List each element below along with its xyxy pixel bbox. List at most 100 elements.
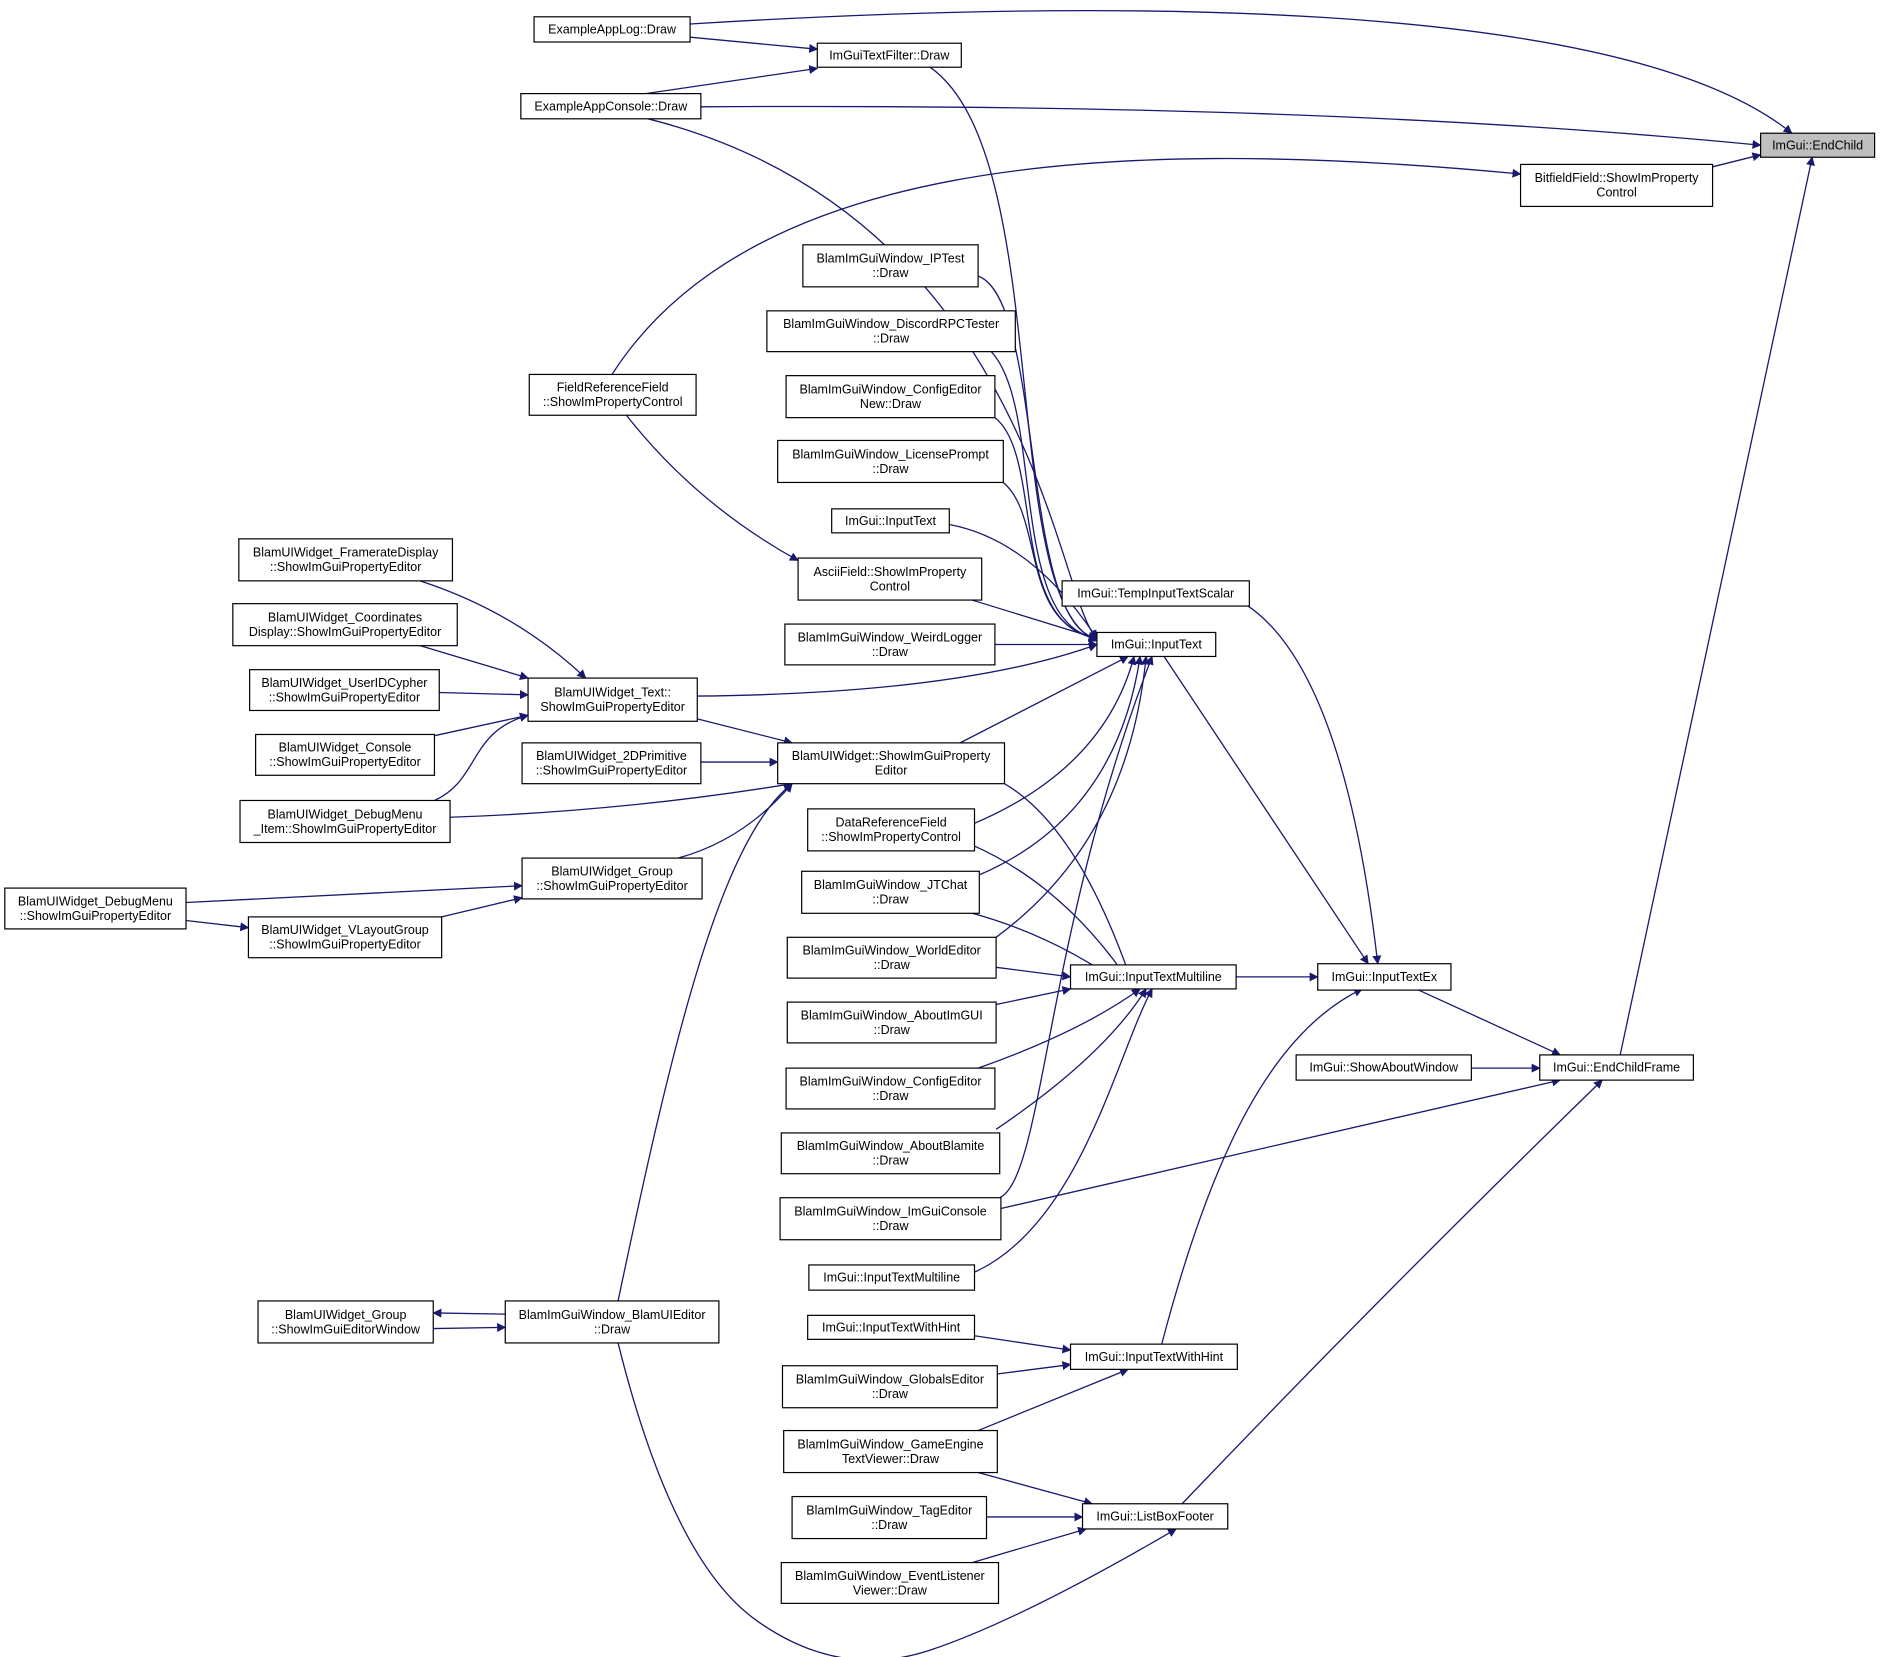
node-debugmenu[interactable]: BlamUIWidget_DebugMenu::ShowImGuiPropert… — [4, 887, 187, 930]
node-group_editor[interactable]: BlamUIWidget_Group::ShowImGuiEditorWindo… — [257, 1300, 434, 1344]
node-wtext[interactable]: BlamUIWidget_Text::ShowImGuiPropertyEdit… — [527, 677, 698, 722]
node-tempinput[interactable]: ImGui::TempInputTextScalar — [1061, 580, 1250, 607]
edge-debugitem-to-wtext — [434, 713, 529, 802]
node-box — [255, 733, 436, 776]
node-label: ::ShowImGuiPropertyEditor — [270, 560, 421, 574]
node-inputtext_a[interactable]: ImGui::InputText — [831, 508, 950, 534]
node-wgroup[interactable]: BlamUIWidget_Group::ShowImGuiPropertyEdi… — [521, 857, 703, 900]
edge-gameengine-to-listbox — [977, 1471, 1093, 1506]
node-itm_leaf[interactable]: ImGui::InputTextMultiline — [808, 1264, 976, 1291]
node-worldeditor[interactable]: BlamImGuiWindow_WorldEditor::Draw — [786, 936, 997, 979]
node-label: BlamUIWidget_Text:: — [554, 685, 671, 699]
node-label: ::Draw — [872, 893, 909, 907]
node-blamui[interactable]: BlamImGuiWindow_BlamUIEditor::Draw — [504, 1300, 720, 1344]
node-discord[interactable]: BlamImGuiWindow_DiscordRPCTester::Draw — [766, 310, 1016, 353]
node-w2d[interactable]: BlamUIWidget_2DPrimitive::ShowImGuiPrope… — [521, 742, 702, 785]
node-wconsole[interactable]: BlamUIWidget_Console::ShowImGuiPropertyE… — [255, 733, 436, 776]
node-label: ::ShowImGuiPropertyEditor — [269, 690, 420, 704]
node-box — [802, 244, 979, 288]
node-widget[interactable]: BlamUIWidget::ShowImGuiPropertyEditor — [777, 742, 1006, 785]
node-label: ::Draw — [872, 1154, 909, 1168]
node-jtchat[interactable]: BlamImGuiWindow_JTChat::Draw — [801, 870, 980, 914]
node-imguiconsole[interactable]: BlamImGuiWindow_ImGuiConsole::Draw — [779, 1197, 1002, 1241]
node-label: BlamImGuiWindow_EventListener — [795, 1569, 985, 1583]
edge-listbox-to-endchildframe — [1181, 1079, 1603, 1505]
node-label: BlamUIWidget_Console — [279, 741, 412, 755]
node-endchildframe[interactable]: ImGui::EndChildFrame — [1539, 1054, 1694, 1081]
node-label: BlamUIWidget::ShowImGuiProperty — [792, 749, 991, 763]
node-license[interactable]: BlamImGuiWindow_LicensePrompt::Draw — [777, 439, 1004, 484]
node-box — [808, 1264, 976, 1291]
edge-aboutblamite-to-itm_main — [995, 988, 1147, 1130]
node-label: ExampleAppConsole::Draw — [534, 99, 688, 113]
edge-endchildframe-to-endchild — [1619, 156, 1815, 1056]
node-debugitem[interactable]: BlamUIWidget_DebugMenu_Item::ShowImGuiPr… — [239, 799, 451, 844]
node-label: BlamImGuiWindow_WeirdLogger — [798, 630, 983, 644]
node-label: _Item::ShowImGuiPropertyEditor — [253, 822, 437, 836]
node-label: ::ShowImGuiPropertyEditor — [536, 764, 687, 778]
node-endchild[interactable]: ImGui::EndChild — [1759, 132, 1876, 158]
node-userid[interactable]: BlamUIWidget_UserIDCypher::ShowImGuiProp… — [249, 669, 440, 712]
node-fieldref[interactable]: FieldReferenceField::ShowImPropertyContr… — [528, 373, 697, 416]
node-cfgeditor[interactable]: BlamImGuiWindow_ConfigEditor::Draw — [785, 1067, 996, 1110]
node-label: BlamImGuiWindow_AboutBlamite — [797, 1139, 985, 1153]
node-label: ::ShowImGuiPropertyEditor — [536, 879, 687, 893]
node-listbox[interactable]: ImGui::ListBoxFooter — [1081, 1503, 1229, 1530]
node-aboutblamite[interactable]: BlamImGuiWindow_AboutBlamite::Draw — [780, 1132, 1001, 1175]
node-framerate[interactable]: BlamUIWidget_FramerateDisplay::ShowImGui… — [238, 538, 454, 582]
node-eventlistener[interactable]: BlamImGuiWindow_EventListenerViewer::Dra… — [780, 1561, 1000, 1604]
node-box — [807, 1314, 976, 1340]
node-applog[interactable]: ExampleAppLog::Draw — [533, 16, 691, 43]
node-inputtext_b[interactable]: ImGui::InputText — [1096, 631, 1217, 658]
edge-userid-to-wtext — [439, 690, 529, 700]
node-textfilter[interactable]: ImGuiTextFilter::Draw — [816, 42, 962, 68]
node-aboutimgui[interactable]: BlamImGuiWindow_AboutImGUI::Draw — [786, 1001, 997, 1044]
node-box — [1295, 1054, 1472, 1081]
edge-eventlistener-to-listbox — [971, 1526, 1087, 1564]
node-label: ImGui::InputTextWithHint — [1085, 1350, 1224, 1364]
node-box — [238, 538, 454, 582]
node-box — [780, 1132, 1001, 1175]
node-label: BlamImGuiWindow_ConfigEditor — [799, 1074, 981, 1088]
node-box — [1069, 1343, 1238, 1370]
node-coords[interactable]: BlamUIWidget_CoordinatesDisplay::ShowImG… — [232, 603, 458, 647]
edge-fieldref-to-bitfield — [611, 157, 1522, 375]
node-box — [232, 603, 458, 647]
node-itm_main[interactable]: ImGui::InputTextMultiline — [1069, 964, 1237, 990]
node-weird[interactable]: BlamImGuiWindow_WeirdLogger::Draw — [784, 623, 996, 666]
node-dataref[interactable]: DataReferenceField::ShowImPropertyContro… — [807, 808, 976, 852]
node-label: ::ShowImPropertyControl — [543, 395, 683, 409]
node-box — [239, 799, 451, 844]
node-box — [791, 1495, 988, 1540]
node-label: BlamImGuiWindow_ImGuiConsole — [794, 1205, 986, 1219]
node-itwh_main[interactable]: ImGui::InputTextWithHint — [1069, 1343, 1238, 1370]
node-label: ::Draw — [874, 958, 911, 972]
node-itwh_leaf[interactable]: ImGui::InputTextWithHint — [807, 1314, 976, 1340]
node-label: BlamImGuiWindow_DiscordRPCTester — [783, 317, 999, 331]
node-ascii[interactable]: AsciiField::ShowImPropertyControl — [797, 557, 983, 601]
node-label: BlamImGuiWindow_WorldEditor — [803, 944, 981, 958]
node-label: ImGui::InputTextEx — [1332, 970, 1438, 984]
node-gameengine[interactable]: BlamImGuiWindow_GameEngineTextViewer::Dr… — [783, 1429, 998, 1474]
edge-fieldref-to-ascii — [625, 414, 799, 562]
node-vlayout[interactable]: BlamUIWidget_VLayoutGroup::ShowImGuiProp… — [247, 916, 443, 959]
node-label: TextViewer::Draw — [842, 1452, 940, 1466]
node-label: ::ShowImGuiPropertyEditor — [269, 755, 420, 769]
edge-aboutimgui-to-itm_main — [995, 986, 1072, 1006]
node-globals[interactable]: BlamImGuiWindow_GlobalsEditor::Draw — [781, 1365, 998, 1409]
node-box — [527, 677, 698, 722]
node-tageditor[interactable]: BlamImGuiWindow_TagEditor::Draw — [791, 1495, 988, 1540]
node-showabout[interactable]: ImGui::ShowAboutWindow — [1295, 1054, 1472, 1081]
node-box — [797, 557, 983, 601]
node-iptest[interactable]: BlamImGuiWindow_IPTest::Draw — [802, 244, 979, 288]
node-label: BlamUIWidget_Group — [285, 1308, 407, 1322]
node-itex[interactable]: ImGui::InputTextEx — [1317, 963, 1452, 991]
edge-cfgeditor-to-itm_main — [977, 988, 1141, 1069]
node-appconsole[interactable]: ExampleAppConsole::Draw — [520, 93, 702, 120]
node-box — [521, 742, 702, 785]
node-box — [801, 870, 980, 914]
node-bitfield[interactable]: BitfieldField::ShowImPropertyControl — [1519, 163, 1714, 208]
edge-bitfield-to-endchild — [1712, 152, 1762, 168]
edge-inputtext_a-to-inputtext_b — [949, 523, 1098, 640]
